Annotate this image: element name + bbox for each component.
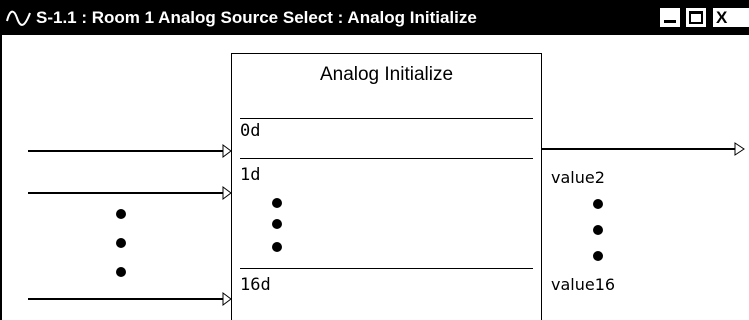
ellipsis-dot (272, 219, 282, 229)
sine-wave-icon (6, 10, 31, 26)
title-bar[interactable]: S-1.1 : Room 1 Analog Source Select : An… (0, 0, 749, 35)
input-wire-16d[interactable] (28, 298, 223, 300)
window-title: S-1.1 : Room 1 Analog Source Select : An… (36, 8, 477, 27)
maximize-button[interactable] (686, 8, 706, 27)
ellipsis-dot (272, 242, 282, 252)
input-label-1d[interactable]: 1d (240, 165, 261, 185)
close-button[interactable]: X (713, 8, 749, 27)
ellipsis-dot (593, 251, 603, 261)
separator (240, 118, 533, 119)
input-label-0d[interactable]: 0d (240, 121, 261, 141)
output-label-value16[interactable]: value16 (551, 275, 616, 294)
separator (240, 268, 533, 269)
ellipsis-dot (593, 225, 603, 235)
input-wire-1d[interactable] (28, 192, 223, 194)
input-label-16d[interactable]: 16d (240, 275, 271, 295)
output-label-value2[interactable]: value2 (551, 168, 605, 187)
input-arrow-icon (222, 144, 232, 158)
minimize-icon (664, 20, 676, 23)
ellipsis-dot (116, 209, 126, 219)
minimize-button[interactable] (660, 8, 680, 27)
window-left-border (0, 35, 2, 320)
input-arrow-icon (222, 292, 232, 306)
ellipsis-dot (116, 238, 126, 248)
maximize-icon (689, 11, 703, 24)
ellipsis-dot (116, 267, 126, 277)
output-wire[interactable] (542, 148, 735, 150)
input-wire-0d[interactable] (28, 150, 223, 152)
separator (240, 158, 533, 159)
input-arrow-icon (222, 186, 232, 200)
analog-initialize-symbol[interactable]: Analog Initialize (231, 53, 542, 320)
output-arrow-icon (734, 142, 745, 156)
ellipsis-dot (593, 199, 603, 209)
ellipsis-dot (272, 198, 282, 208)
symbol-title: Analog Initialize (319, 64, 454, 85)
close-icon: X (716, 8, 728, 27)
